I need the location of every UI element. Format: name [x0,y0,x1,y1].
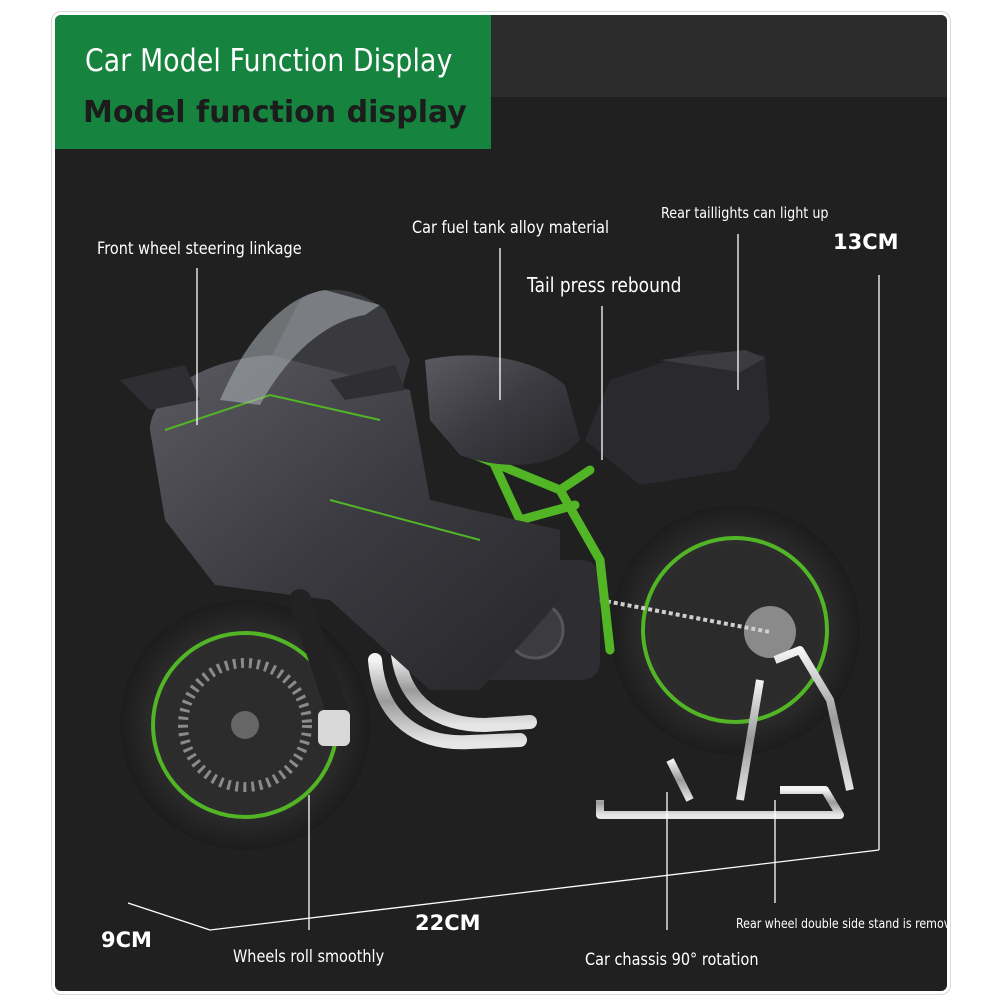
dimension-width: 9CM [101,928,152,952]
front-fairing [120,289,560,690]
callout-tail-rebound: Tail press rebound [527,273,682,297]
callout-front-steering: Front wheel steering linkage [97,239,302,259]
title-banner: Car Model Function Display Model functio… [55,15,491,149]
callout-rear-stand: Rear wheel double side stand is removabl… [736,917,974,932]
trellis-frame [470,450,615,655]
dimension-height: 13CM [833,230,899,254]
seat-tail [585,350,770,485]
callout-taillights: Rear taillights can light up [661,204,829,222]
banner-title: Car Model Function Display [85,43,453,79]
callout-wheels-roll: Wheels roll smoothly [233,947,385,967]
banner-subtitle: Model function display [83,95,467,130]
rear-wheel [610,505,860,755]
callout-chassis-rotation: Car chassis 90° rotation [585,950,759,970]
front-wheel [120,600,370,850]
drive-chain [599,598,771,634]
fuel-tank [425,355,580,465]
dimension-length: 22CM [415,911,481,935]
exhaust-pipes [368,648,537,750]
front-fork [289,589,351,731]
callout-fuel-tank: Car fuel tank alloy material [412,218,610,238]
paddock-stand [596,646,854,819]
callout-lines [127,234,880,931]
